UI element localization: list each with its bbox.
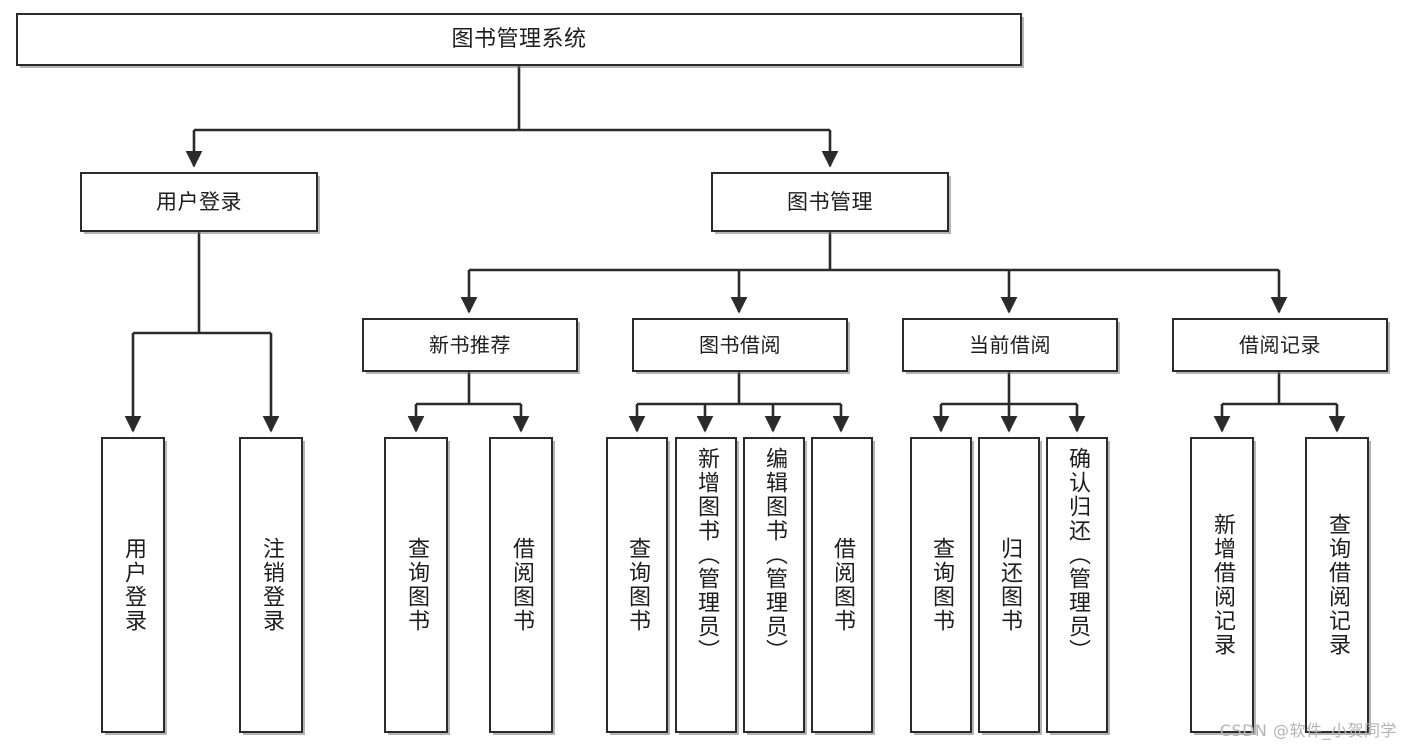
node-label: 查询借阅记录 bbox=[1324, 513, 1350, 657]
leaf-query-book-current[interactable]: 查询图书 bbox=[910, 437, 972, 733]
leaf-add-book-admin[interactable]: 新增图书（管理员） bbox=[675, 437, 737, 733]
leaf-query-borrow-record[interactable]: 查询借阅记录 bbox=[1305, 437, 1369, 733]
leaf-add-borrow-record[interactable]: 新增借阅记录 bbox=[1190, 437, 1254, 733]
node-label: 图书管理 bbox=[787, 189, 873, 214]
node-label: 用户登录 bbox=[120, 537, 146, 633]
node-label: 当前借阅 bbox=[969, 332, 1051, 357]
leaf-user-login[interactable]: 用户登录 bbox=[101, 437, 165, 733]
node-label: 借阅图书 bbox=[508, 537, 534, 633]
node-borrow-record[interactable]: 借阅记录 bbox=[1172, 318, 1388, 372]
node-new-book-recommend[interactable]: 新书推荐 bbox=[362, 318, 578, 372]
node-label: 编辑图书（管理员） bbox=[761, 447, 787, 663]
node-label: 归还图书 bbox=[996, 537, 1022, 633]
node-book-borrow[interactable]: 图书借阅 bbox=[632, 318, 848, 372]
node-label: 查询图书 bbox=[624, 537, 650, 633]
node-label: 查询图书 bbox=[928, 537, 954, 633]
node-label: 新书推荐 bbox=[429, 332, 511, 357]
node-label: 确认归还（管理员） bbox=[1064, 447, 1090, 663]
node-label: 注销登录 bbox=[258, 537, 284, 633]
node-label: 新增图书（管理员） bbox=[693, 447, 719, 663]
leaf-logout[interactable]: 注销登录 bbox=[239, 437, 303, 733]
node-label: 图书管理系统 bbox=[451, 26, 587, 52]
leaf-query-book-borrow[interactable]: 查询图书 bbox=[606, 437, 668, 733]
node-label: 新增借阅记录 bbox=[1209, 513, 1235, 657]
node-label: 图书借阅 bbox=[699, 332, 781, 357]
node-book-management[interactable]: 图书管理 bbox=[711, 172, 949, 232]
node-label: 查询图书 bbox=[403, 537, 429, 633]
node-root-system[interactable]: 图书管理系统 bbox=[16, 13, 1022, 66]
node-current-borrow[interactable]: 当前借阅 bbox=[902, 318, 1118, 372]
leaf-borrow-book[interactable]: 借阅图书 bbox=[811, 437, 873, 733]
node-label: 借阅图书 bbox=[829, 537, 855, 633]
leaf-borrow-book-recommend[interactable]: 借阅图书 bbox=[489, 437, 553, 733]
node-label: 用户登录 bbox=[156, 189, 242, 214]
node-user-login[interactable]: 用户登录 bbox=[80, 172, 318, 232]
leaf-confirm-return-admin[interactable]: 确认归还（管理员） bbox=[1046, 437, 1108, 733]
watermark: CSDN @软件_小贺同学 bbox=[1219, 721, 1397, 740]
leaf-return-book[interactable]: 归还图书 bbox=[978, 437, 1040, 733]
leaf-edit-book-admin[interactable]: 编辑图书（管理员） bbox=[743, 437, 805, 733]
leaf-query-book-recommend[interactable]: 查询图书 bbox=[384, 437, 448, 733]
node-label: 借阅记录 bbox=[1239, 332, 1321, 357]
